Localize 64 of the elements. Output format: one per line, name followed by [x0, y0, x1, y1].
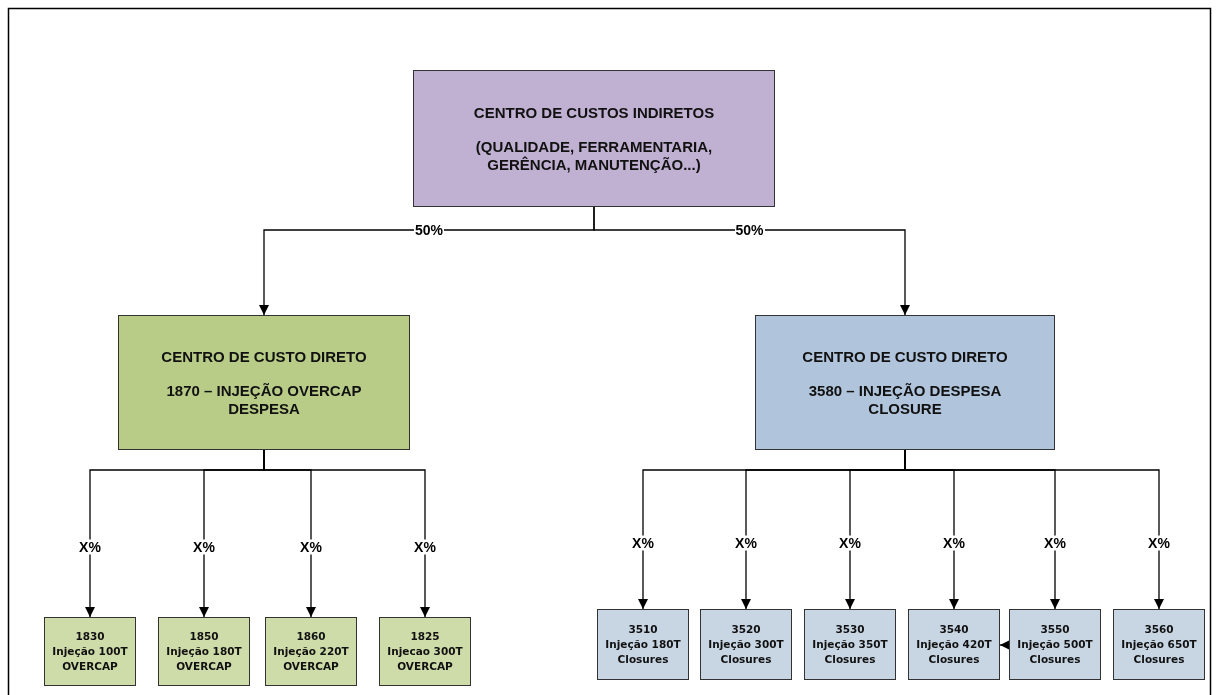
edge-label: X% — [192, 539, 216, 554]
box-text: OVERCAP — [283, 659, 339, 674]
box-text: Closures — [1133, 652, 1185, 667]
arrow — [263, 449, 430, 618]
machine-box — [1009, 609, 1101, 680]
box-text: Injeção 350T — [812, 637, 888, 652]
box-text: Injecao 300T — [387, 644, 463, 659]
box-text: (QUALIDADE, FERRAMENTARIA, GERÊNCIA, MANUTENÇÃO...) — [474, 137, 714, 174]
machine-box — [597, 609, 689, 680]
box-text: 3560 — [1144, 622, 1174, 637]
box-text: CENTRO DE CUSTOS INDIRETOS — [473, 103, 715, 122]
cost-center-box — [118, 315, 410, 450]
edge-label: X% — [78, 539, 102, 554]
box-text: CENTRO DE CUSTO DIRETO — [161, 347, 367, 366]
box-text: Injeção 100T — [52, 644, 128, 659]
box-text: Injeção 500T — [1017, 637, 1093, 652]
arrow — [999, 640, 1010, 650]
machine-box — [379, 617, 471, 686]
box-text: 1825 — [410, 629, 440, 644]
box-text: Closures — [1029, 652, 1081, 667]
box-text: Injeção 300T — [708, 637, 784, 652]
box-text: OVERCAP — [62, 659, 118, 674]
machine-box — [44, 617, 136, 686]
arrow — [593, 206, 910, 316]
box-text: 3550 — [1040, 622, 1070, 637]
box-text: 3530 — [835, 622, 865, 637]
box-text: Injeção 180T — [166, 644, 242, 659]
edge-label: X% — [413, 539, 437, 554]
box-text: 3580 – INJEÇÃO DESPESA CLOSURE — [807, 381, 1003, 418]
box-text: 1850 — [189, 629, 219, 644]
machine-box — [158, 617, 250, 686]
box-text: 3510 — [628, 622, 658, 637]
box-text: Injeção 650T — [1121, 637, 1197, 652]
machine-box — [265, 617, 357, 686]
box-text: 1860 — [296, 629, 326, 644]
box-text: 1870 – INJEÇÃO OVERCAP DESPESA — [165, 381, 363, 418]
edge-label: X% — [631, 535, 655, 550]
machine-box — [908, 609, 1000, 680]
edge-label: X% — [299, 539, 323, 554]
edge-label: 50% — [414, 222, 444, 238]
edge-label: X% — [942, 535, 966, 550]
edge-label: X% — [1043, 535, 1067, 550]
box-text: Closures — [928, 652, 980, 667]
box-text: Injeção 220T — [273, 644, 349, 659]
machine-box — [700, 609, 792, 680]
machine-box — [804, 609, 896, 680]
cost-center-box — [413, 70, 775, 207]
box-text: Injeção 420T — [916, 637, 992, 652]
edge-label: X% — [1147, 535, 1171, 550]
edge-label: X% — [838, 535, 862, 550]
box-text: 1830 — [75, 629, 105, 644]
edge-label: 50% — [734, 222, 765, 238]
box-text: Closures — [824, 652, 876, 667]
box-text: OVERCAP — [397, 659, 453, 674]
box-text: CENTRO DE CUSTO DIRETO — [802, 347, 1008, 366]
box-text: 3540 — [939, 622, 969, 637]
box-text: 3520 — [731, 622, 761, 637]
box-text: OVERCAP — [176, 659, 232, 674]
box-text: Closures — [617, 652, 669, 667]
box-text: Injeção 180T — [605, 637, 681, 652]
machine-box — [1113, 609, 1205, 680]
edge-label: X% — [734, 535, 758, 550]
cost-center-box — [755, 315, 1055, 450]
box-text: Closures — [720, 652, 772, 667]
